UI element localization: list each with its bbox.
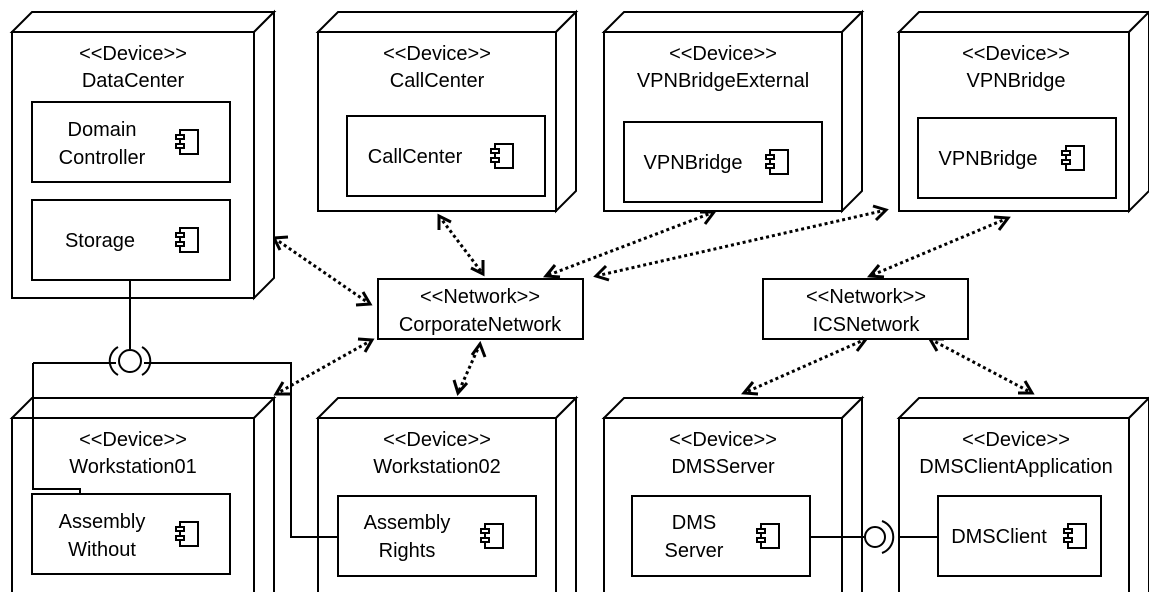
- device-vpnbridgeexternal[interactable]: <<Device>> VPNBridgeExternal VPNBridge: [601, 9, 865, 214]
- assembly-connector-dms: [810, 520, 938, 554]
- arrowhead: [355, 291, 373, 307]
- arrowhead: [872, 204, 889, 222]
- arrowhead: [993, 215, 1011, 231]
- arrowhead: [741, 381, 759, 396]
- component-dms-server[interactable]: DMS Server: [631, 495, 811, 577]
- device-name: VPNBridgeExternal: [637, 70, 809, 92]
- link-icsnetwork-dmsclientapplication: [929, 337, 1033, 395]
- device-callcenter[interactable]: <<Device>> CallCenter CallCenter: [315, 9, 579, 214]
- network-name: ICSNetwork: [813, 314, 921, 336]
- device-name: CallCenter: [390, 70, 485, 92]
- device-name: Workstation02: [373, 456, 500, 478]
- link-vpnbridge-corporatenetwork: [595, 208, 887, 278]
- component-label-line: DMS: [672, 512, 716, 534]
- component-label-line: VPNBridge: [939, 148, 1038, 170]
- link-icsnetwork-dmsserver: [743, 337, 867, 395]
- device-stereotype: <<Device>>: [669, 429, 777, 451]
- arrowhead: [1018, 380, 1035, 395]
- arrowhead: [357, 337, 375, 353]
- device-name: DMSServer: [671, 456, 775, 478]
- component-assembly-rights[interactable]: Assembly Rights: [337, 495, 537, 577]
- assembly-connector-storage: [32, 281, 338, 538]
- device-dmsclientapplication[interactable]: <<Device>> DMSClientApplication DMSClien…: [896, 396, 1149, 592]
- component-assembly-without[interactable]: Assembly Without: [31, 493, 231, 575]
- component-icon: [1063, 523, 1087, 549]
- provided-interface-ball: [864, 526, 886, 548]
- device-workstation02[interactable]: <<Device>> Workstation02 Assembly Rights: [315, 395, 579, 592]
- assembly-line: [32, 363, 81, 494]
- network-stereotype: <<Network>>: [806, 286, 926, 308]
- component-label-line: Without: [68, 539, 136, 561]
- device-name: Workstation01: [69, 456, 196, 478]
- arrowhead: [470, 260, 485, 277]
- component-label-line: Assembly: [59, 511, 146, 533]
- link-callcenter-corporatenetwork: [437, 215, 485, 275]
- link-vpnbridge-icsnetwork: [869, 216, 1009, 278]
- arrowhead: [867, 264, 885, 279]
- required-interface-socket: [881, 520, 895, 554]
- arrowhead: [593, 264, 610, 282]
- component-dmsclient[interactable]: DMSClient: [937, 495, 1102, 577]
- component-icon: [756, 523, 780, 549]
- component-callcenter[interactable]: CallCenter: [346, 115, 546, 197]
- component-icon: [1061, 145, 1085, 171]
- component-domain-controller[interactable]: Domain Controller: [31, 101, 231, 183]
- link-vpnbridgeexternal-corporatenetwork: [545, 210, 715, 278]
- component-icon: [490, 143, 514, 169]
- network-icsnetwork[interactable]: <<Network>> ICSNetwork: [762, 278, 969, 340]
- link-workstation02-corporatenetwork: [456, 343, 482, 394]
- device-stereotype: <<Device>>: [962, 43, 1070, 65]
- arrowhead: [452, 379, 469, 396]
- component-vpnbridge[interactable]: VPNBridge: [917, 117, 1117, 199]
- device-stereotype: <<Device>>: [383, 43, 491, 65]
- device-name: DMSClientApplication: [919, 456, 1112, 478]
- component-icon: [175, 129, 199, 155]
- component-label-line: Storage: [65, 230, 135, 252]
- component-icon: [765, 149, 789, 175]
- network-corporatenetwork[interactable]: <<Network>> CorporateNetwork: [377, 278, 584, 340]
- component-icon: [480, 523, 504, 549]
- device-datacenter[interactable]: <<Device>> DataCenter Domain Controller …: [9, 9, 277, 301]
- arrowhead: [437, 213, 452, 230]
- network-name: CorporateNetwork: [399, 314, 562, 336]
- component-storage[interactable]: Storage: [31, 199, 231, 281]
- component-label-line: Assembly: [364, 512, 451, 534]
- device-name: VPNBridge: [967, 70, 1066, 92]
- component-label-line: Controller: [59, 147, 146, 169]
- provided-interface-ball: [118, 349, 142, 373]
- device-name: DataCenter: [82, 70, 185, 92]
- component-label-line: VPNBridge: [644, 152, 743, 174]
- assembly-line: [144, 362, 338, 538]
- arrowhead: [273, 381, 290, 396]
- component-label-line: Server: [665, 540, 724, 562]
- required-interface-socket: [108, 346, 119, 376]
- network-stereotype: <<Network>>: [420, 286, 540, 308]
- device-stereotype: <<Device>>: [383, 429, 491, 451]
- component-label-line: DMSClient: [951, 526, 1047, 548]
- arrowhead: [470, 340, 487, 358]
- component-icon: [175, 521, 199, 547]
- component-label-line: Domain: [68, 119, 137, 141]
- component-icon: [175, 227, 199, 253]
- component-label-line: CallCenter: [368, 146, 463, 168]
- component-vpnbridge[interactable]: VPNBridge: [623, 121, 823, 203]
- arrowhead: [543, 264, 561, 279]
- link-datacenter-corporatenetwork: [273, 236, 371, 306]
- device-workstation01[interactable]: <<Device>> Workstation01 Assembly Withou…: [9, 395, 277, 592]
- device-stereotype: <<Device>>: [669, 43, 777, 65]
- required-interface-socket: [141, 346, 152, 376]
- device-dmsserver[interactable]: <<Device>> DMSServer DMS Server: [601, 395, 865, 592]
- device-stereotype: <<Device>>: [79, 429, 187, 451]
- device-stereotype: <<Device>>: [962, 429, 1070, 451]
- component-label-line: Rights: [379, 540, 436, 562]
- device-vpnbridge[interactable]: <<Device>> VPNBridge VPNBridge: [896, 10, 1149, 214]
- device-stereotype: <<Device>>: [79, 43, 187, 65]
